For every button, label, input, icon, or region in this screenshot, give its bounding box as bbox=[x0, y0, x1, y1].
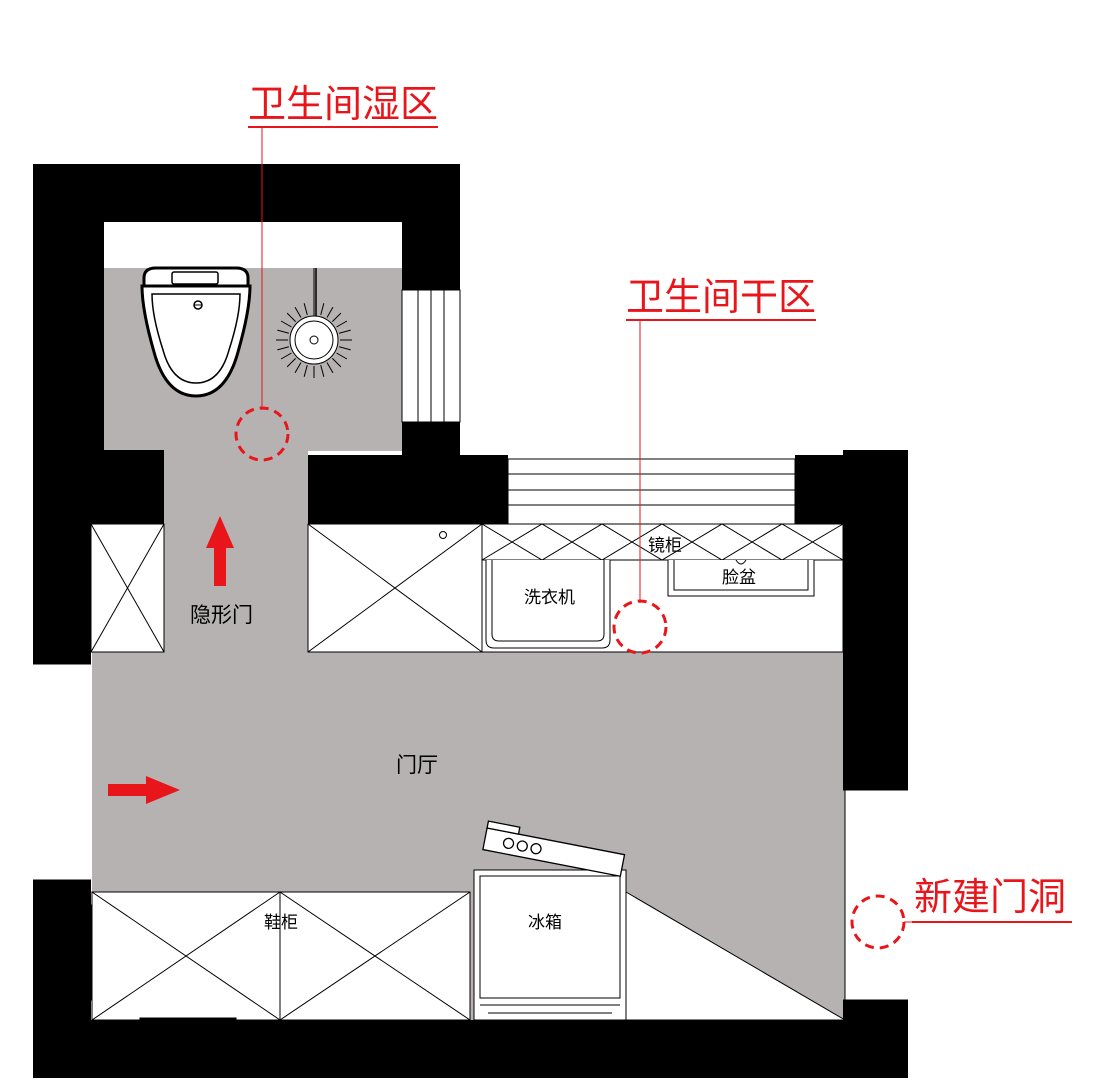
wall-bath-right-top bbox=[402, 222, 460, 290]
label-mirror-cabinet: 镜柜 bbox=[648, 536, 682, 556]
lower-right-area bbox=[625, 891, 847, 1021]
wall-right-lower bbox=[843, 1000, 908, 1078]
wash-basin bbox=[667, 559, 815, 597]
wall-left-mid bbox=[33, 524, 91, 664]
wall-left-lower bbox=[33, 880, 91, 1020]
walls bbox=[33, 164, 908, 1078]
drain-ray bbox=[332, 358, 342, 368]
label-shoe-cabinet: 鞋柜 bbox=[264, 913, 298, 933]
label-new-door: 新建门洞 bbox=[914, 875, 1066, 919]
toilet-icon bbox=[140, 266, 252, 398]
drain-ray bbox=[280, 320, 292, 328]
label-washing-machine: 洗衣机 bbox=[524, 588, 575, 608]
wall-bath-right-bottom bbox=[402, 422, 460, 458]
label-fridge: 冰箱 bbox=[528, 913, 562, 933]
fridge bbox=[473, 869, 627, 1021]
drain-ray bbox=[338, 346, 351, 351]
drain-ray bbox=[332, 312, 342, 322]
wall-bottom bbox=[33, 1020, 908, 1078]
annotation-dry-zone bbox=[612, 319, 816, 655]
drain-ray bbox=[286, 312, 296, 322]
annotation-wet-zone bbox=[234, 126, 438, 462]
hidden-door-passage-floor bbox=[164, 450, 308, 652]
label-wet-zone: 卫生间湿区 bbox=[248, 82, 438, 126]
stove bbox=[482, 820, 626, 878]
window-dry-zone bbox=[507, 458, 796, 525]
drain-ray bbox=[326, 306, 334, 318]
arrow-up-icon bbox=[206, 516, 234, 586]
foyer-floor bbox=[92, 652, 845, 1020]
window-bathroom bbox=[401, 289, 461, 423]
storage-cabinet bbox=[307, 523, 483, 653]
drain-ray bbox=[320, 303, 325, 316]
wall-center-block bbox=[308, 455, 508, 524]
wall-right-upper bbox=[843, 450, 908, 790]
label-wash-basin: 脸盆 bbox=[722, 568, 756, 588]
wall-top bbox=[33, 164, 460, 222]
arrow-right-icon bbox=[108, 776, 180, 804]
label-hidden-door: 隐形门 bbox=[190, 603, 253, 627]
label-foyer: 门厅 bbox=[396, 753, 438, 777]
drain-ray bbox=[277, 346, 290, 351]
annotation-new-door bbox=[850, 894, 1072, 950]
drain-ray bbox=[336, 320, 348, 328]
drain-ray bbox=[294, 362, 302, 374]
wall-left-block bbox=[33, 450, 164, 524]
drain-ray bbox=[280, 352, 292, 360]
drain-ray bbox=[320, 364, 325, 377]
drain-ray bbox=[326, 362, 334, 374]
drain-ray bbox=[303, 364, 308, 377]
drain-ray bbox=[294, 306, 302, 318]
left-side-cabinet bbox=[90, 523, 165, 653]
label-dry-zone: 卫生间干区 bbox=[626, 275, 816, 319]
floor-drain-icon bbox=[276, 268, 352, 378]
wall-details bbox=[33, 663, 908, 1078]
drain-ray bbox=[277, 329, 290, 334]
shoe-cabinet bbox=[86, 891, 471, 1023]
drain-ray bbox=[338, 329, 351, 334]
drain-ray bbox=[303, 303, 308, 316]
drain-ray bbox=[336, 352, 348, 360]
washing-machine bbox=[485, 560, 611, 649]
floor-areas bbox=[92, 268, 845, 1020]
drain-ray bbox=[286, 358, 296, 368]
